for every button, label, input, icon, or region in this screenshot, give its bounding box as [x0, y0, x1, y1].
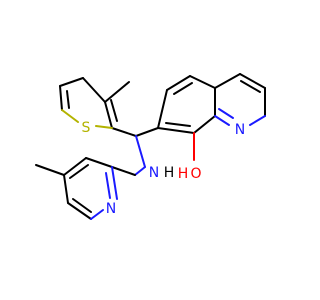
hydroxyl-oxygen-label: O	[190, 166, 201, 182]
bond	[239, 73, 266, 89]
bond	[157, 89, 168, 129]
bond	[111, 166, 136, 176]
bond	[63, 174, 69, 204]
quinoline-phenol-ring	[157, 75, 216, 134]
bond	[165, 122, 191, 127]
bond	[173, 82, 193, 95]
bond	[35, 164, 65, 176]
bond	[59, 77, 84, 87]
bond	[104, 101, 113, 129]
bond	[135, 135, 146, 168]
sulfur-atom-label: S	[82, 120, 91, 136]
bond	[249, 115, 266, 126]
bond	[189, 75, 216, 89]
bond	[105, 172, 111, 199]
bond	[240, 80, 261, 93]
bond	[82, 77, 106, 103]
quinoline-nitrogen-label: N	[235, 122, 245, 138]
bond	[95, 125, 113, 129]
bond	[67, 202, 92, 220]
bond	[214, 73, 241, 89]
bond	[218, 108, 234, 119]
bond	[63, 157, 87, 176]
bond	[193, 115, 216, 134]
bond	[90, 209, 104, 220]
bond	[134, 166, 146, 176]
bond	[157, 127, 195, 134]
bond	[61, 109, 79, 123]
bond	[110, 99, 118, 122]
hydroxyl-hydrogen-label: H	[178, 166, 189, 182]
thiophene-ring	[59, 77, 130, 129]
methylpyridine-ring	[35, 157, 118, 220]
bond	[72, 198, 92, 213]
bond	[135, 127, 159, 137]
bond	[111, 166, 118, 200]
bond	[214, 115, 230, 126]
molecule-structure-diagram: S N N H N O H	[35, 73, 266, 220]
quinoline-pyridine-ring	[214, 73, 266, 126]
bond	[166, 75, 191, 91]
bond	[85, 157, 113, 168]
bond	[59, 85, 63, 111]
pyridine-nitrogen-label: N	[106, 201, 116, 217]
amine-nitrogen-label: N	[149, 165, 159, 181]
bond	[104, 81, 130, 103]
amine-hydrogen-label: H	[164, 165, 175, 181]
bond	[69, 164, 89, 179]
bond	[111, 127, 137, 137]
bond	[66, 90, 70, 109]
